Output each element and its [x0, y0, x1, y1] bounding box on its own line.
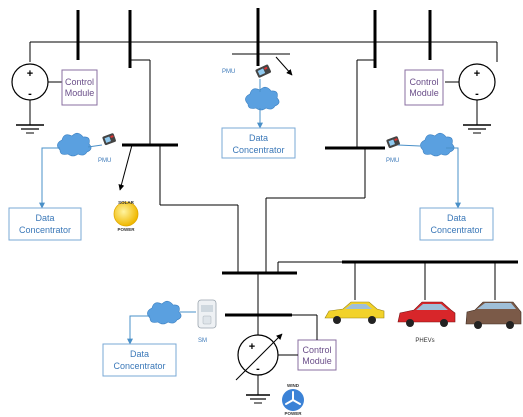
generator-minus: -	[256, 363, 260, 375]
cloud-icon	[420, 132, 455, 157]
pmu-device-top: PMU	[222, 64, 271, 78]
top-wiring	[29, 8, 498, 148]
generator-plus: +	[27, 68, 33, 80]
data-concentrator-left: Data Concentrator	[8, 207, 82, 241]
generator-right: + -	[458, 63, 496, 134]
generator-minus: -	[475, 88, 479, 100]
car-red	[397, 301, 456, 327]
data-concentrator-line2: Concentrator	[430, 225, 482, 235]
generator-plus: +	[249, 341, 255, 353]
communication-links	[39, 79, 461, 345]
control-module-left: Control Module	[61, 69, 98, 106]
pmu-label: PMU	[222, 69, 235, 75]
pmu-device-left: PMU	[98, 133, 116, 164]
data-concentrator-line1: Data	[447, 213, 466, 223]
pmu-label: PMU	[386, 158, 399, 164]
data-concentrator-line2: Concentrator	[113, 361, 165, 371]
wind-label-line2: POWER	[284, 411, 302, 416]
wind-label-line1: WIND	[287, 383, 300, 388]
pmu-device-right: PMU	[386, 136, 400, 164]
sm-label: SM	[198, 338, 207, 344]
solar-power-icon: SOLAR POWER	[113, 200, 139, 232]
cloud-icon	[245, 86, 280, 111]
data-concentrator-line2: Concentrator	[232, 145, 284, 155]
phevs-label: PHEVs	[415, 338, 434, 344]
data-concentrator-line1: Data	[249, 133, 268, 143]
car-yellow	[324, 301, 385, 324]
control-module-line2: Module	[302, 356, 332, 366]
data-concentrator-line1: Data	[130, 349, 149, 359]
cloud-icon	[147, 300, 182, 325]
control-module-line2: Module	[65, 88, 95, 98]
solar-label-line1: SOLAR	[118, 200, 135, 205]
data-concentrator-right: Data Concentrator	[419, 207, 494, 241]
smart-meter-icon: SM	[197, 299, 217, 344]
control-module-bottom: Control Module	[297, 339, 337, 371]
control-module-line1: Control	[409, 77, 438, 87]
generator-bottom: + -	[235, 333, 298, 404]
middle-wiring	[118, 143, 518, 340]
data-concentrator-line1: Data	[35, 213, 54, 223]
pmu-label: PMU	[98, 158, 111, 164]
data-concentrator-line2: Concentrator	[19, 225, 71, 235]
generator-plus: +	[474, 68, 480, 80]
data-concentrator-top: Data Concentrator	[221, 127, 296, 159]
control-module-right: Control Module	[404, 69, 444, 106]
car-brown	[465, 301, 522, 329]
data-concentrator-bottom: Data Concentrator	[102, 343, 177, 377]
control-module-line1: Control	[302, 345, 331, 355]
generator-minus: -	[28, 88, 32, 100]
cloud-icon	[57, 132, 92, 157]
wind-power-icon: WIND POWER	[282, 383, 304, 416]
generator-left: + -	[11, 63, 49, 134]
control-module-line2: Module	[409, 88, 439, 98]
control-module-line1: Control	[65, 77, 94, 87]
solar-label-line2: POWER	[117, 227, 135, 232]
